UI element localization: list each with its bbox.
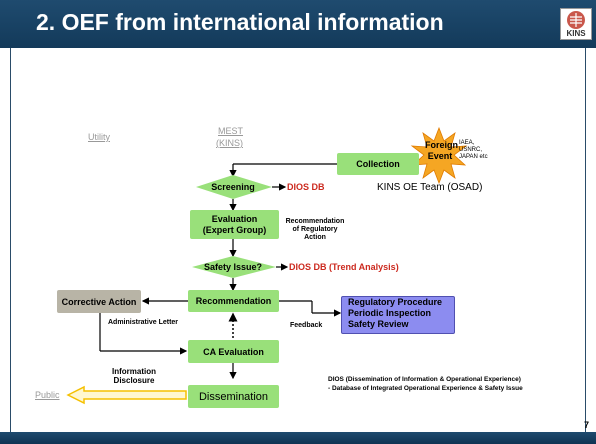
ca-evaluation-label: CA Evaluation xyxy=(203,346,264,357)
regulatory-line1: Regulatory Procedure xyxy=(348,297,443,307)
page-number: 7 xyxy=(584,420,590,430)
regulatory-line2: Periodic Inspection xyxy=(348,308,432,318)
footer-bar xyxy=(0,432,596,444)
foreign-event-line1: Foreign xyxy=(425,140,458,150)
sources-line3: JAPAN etc xyxy=(459,154,488,160)
collection-box: Collection xyxy=(337,153,419,175)
recommendation-note-line1: Recommendation xyxy=(285,218,345,225)
mest-label: MEST xyxy=(218,126,244,136)
safety-issue-diamond xyxy=(192,256,276,278)
recommendation-note-line3: Action xyxy=(304,234,326,241)
kins-emblem-icon xyxy=(567,11,585,29)
info-disclosure-line2: Disclosure xyxy=(113,376,155,385)
screening-label: Screening xyxy=(211,182,255,192)
public-arrow xyxy=(66,385,187,405)
dissemination-box: Dissemination xyxy=(188,385,279,408)
dios-definition-line2: - Database of Integrated Operational Exp… xyxy=(328,385,523,392)
title-bar: 2. OEF from international information xyxy=(0,0,596,48)
administrative-letter-label: Administrative Letter xyxy=(108,319,179,326)
dios-definition-line1: DIOS (Dissemination of Information & Ope… xyxy=(328,376,521,383)
recommendation-box: Recommendation xyxy=(188,290,279,312)
utility-label: Utility xyxy=(88,132,110,142)
ca-evaluation-box: CA Evaluation xyxy=(188,340,279,363)
safety-issue-label: Safety Issue? xyxy=(203,262,263,272)
regulatory-line3: Safety Review xyxy=(348,319,409,329)
logo-text: KINS xyxy=(566,29,586,38)
evaluation-label-line2: (Expert Group) xyxy=(202,224,267,235)
collection-label: Collection xyxy=(356,159,400,169)
corrective-action-box: Corrective Action xyxy=(57,290,141,313)
corrective-action-label: Corrective Action xyxy=(61,296,137,307)
foreign-event-burst xyxy=(410,126,468,185)
kins-logo: KINS xyxy=(560,8,592,40)
feedback-label: Feedback xyxy=(290,322,323,329)
slide-title: 2. OEF from international information xyxy=(36,9,444,35)
public-label: Public xyxy=(35,390,60,400)
kins-team-label: KINS OE Team (OSAD) xyxy=(377,182,483,193)
sources-line1: IAEA, xyxy=(459,140,475,146)
recommendation-note-line2: of Regulatory xyxy=(292,226,338,233)
info-disclosure-line1: Information xyxy=(112,367,156,376)
screening-diamond xyxy=(196,175,272,199)
dissemination-label: Dissemination xyxy=(198,390,269,403)
dios-db-trend-label: DIOS DB (Trend Analysis) xyxy=(289,262,399,272)
kins-label: (KINS) xyxy=(216,138,243,148)
foreign-event-line2: Event xyxy=(427,151,453,161)
regulatory-box: Regulatory Procedure Periodic Inspection… xyxy=(341,296,455,334)
dios-db-label: DIOS DB xyxy=(287,182,325,192)
slide-content xyxy=(10,48,586,432)
evaluation-box: Evaluation (Expert Group) xyxy=(190,210,279,239)
recommendation-label: Recommendation xyxy=(195,296,272,306)
sources-line2: USNRC, xyxy=(459,147,483,153)
evaluation-label-line1: Evaluation xyxy=(211,213,258,224)
